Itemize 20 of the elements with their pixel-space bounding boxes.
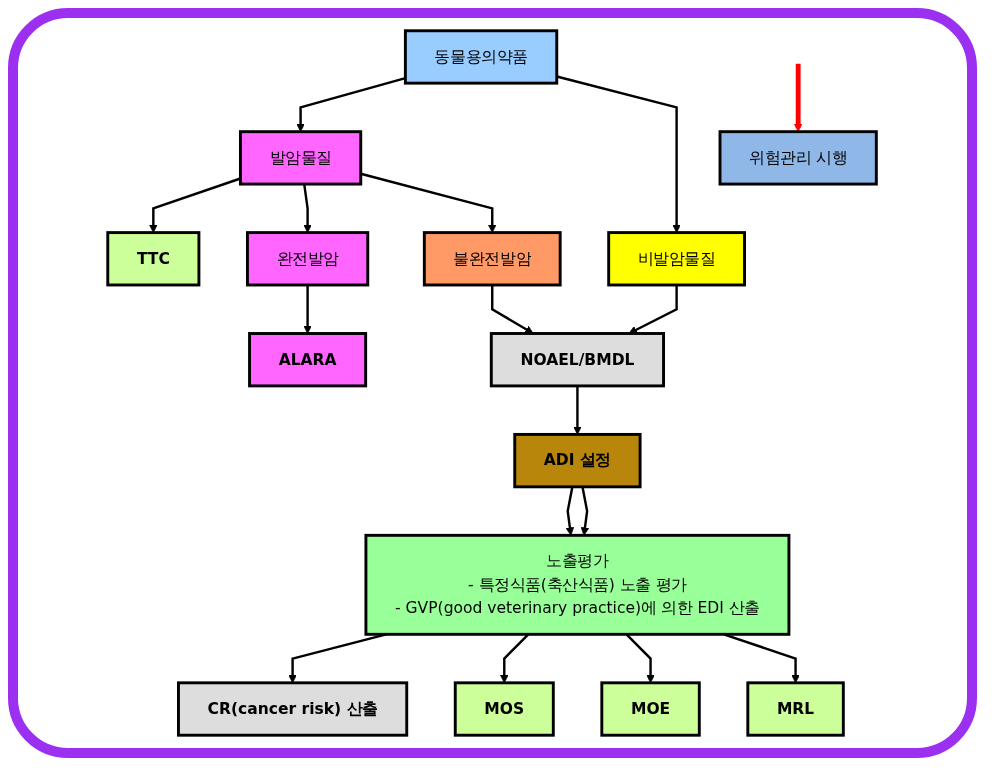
node-box: 동물용의약품 (404, 29, 559, 85)
node-box: 불완전발암 (423, 231, 563, 287)
node-box: TTC (106, 231, 201, 287)
node-box: ADI 설정 (513, 432, 642, 489)
node-box: CR(cancer risk) 산출 (177, 681, 409, 737)
node-box: 발암물질 (239, 130, 363, 186)
node-box: 완전발암 (246, 231, 370, 287)
arrow (629, 285, 679, 334)
node-box: 위험관리 시행 (719, 130, 879, 186)
arrow (573, 385, 583, 435)
node-box: MOE (600, 681, 702, 737)
arrow (581, 486, 590, 536)
node-box: ALARA (248, 332, 368, 388)
node-box: 비발암물질 (607, 231, 747, 287)
arrow (303, 285, 313, 334)
node-box: MRL (746, 681, 846, 737)
node-box: 노출평가 - 특정식품(축산식품) 노출 평가 - GVP(good veterinary practice)에 의한 EDI 산출 (364, 533, 791, 636)
arrow (566, 486, 575, 536)
node-box: MOS (454, 681, 556, 737)
node-box: NOAEL/BMDL (490, 332, 666, 388)
